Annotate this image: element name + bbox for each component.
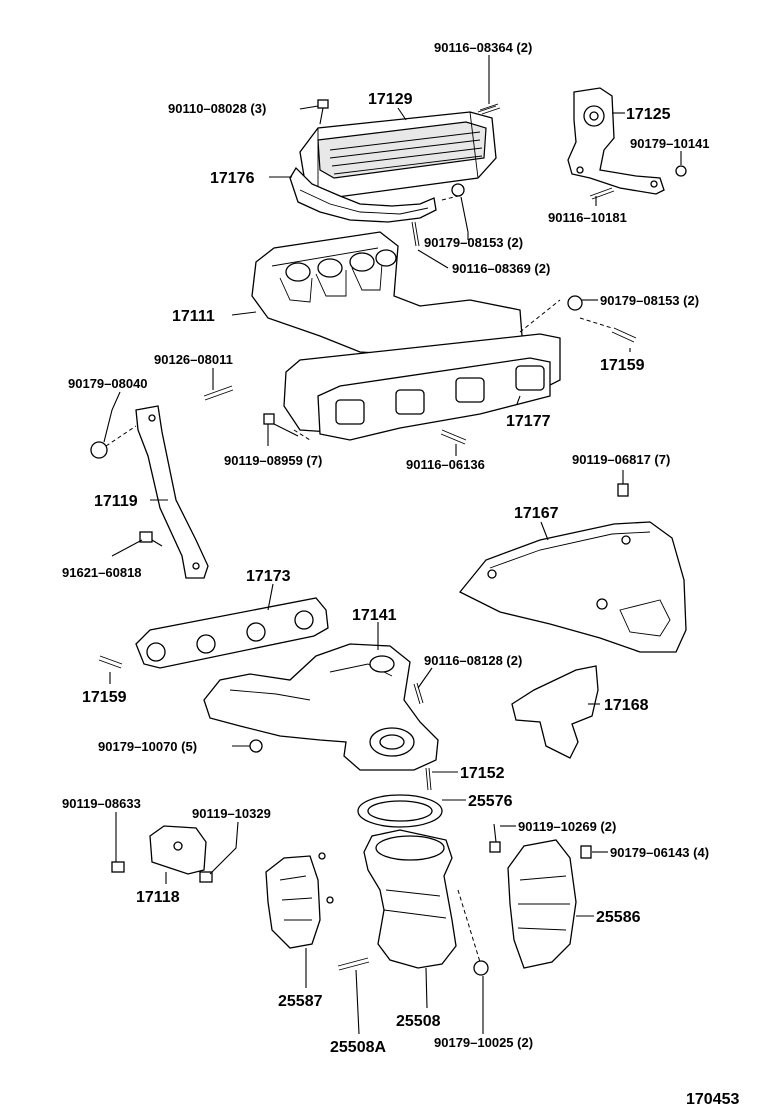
label-90119-10329: 90119–10329 xyxy=(192,806,271,821)
bolt-91621-60818 xyxy=(139,531,163,547)
stud-17159-a xyxy=(611,327,637,343)
heat-insulator-25586 xyxy=(507,839,577,969)
label-90126-08011: 90126–08011 xyxy=(154,352,233,367)
label-17111: 17111 xyxy=(172,308,215,325)
stud-90126-08011 xyxy=(203,385,234,401)
label-90116-10181: 90116–10181 xyxy=(548,210,627,225)
label-17168: 17168 xyxy=(604,697,649,714)
nut-90179-10070 xyxy=(249,739,263,753)
label-17173: 17173 xyxy=(246,568,291,585)
stud-90116-08369 xyxy=(411,221,420,247)
label-90119-08959: 90119–08959 (7) xyxy=(224,453,322,468)
stud-17152 xyxy=(425,767,432,791)
diagram-id: 170453 xyxy=(686,1091,739,1108)
label-17129: 17129 xyxy=(368,91,413,108)
label-90116-08364: 90116–08364 (2) xyxy=(434,40,532,55)
label-17119: 17119 xyxy=(94,493,138,510)
gasket-25576 xyxy=(357,794,443,828)
stud-25508A xyxy=(337,957,370,971)
bolt-90179-06143 xyxy=(580,845,592,859)
heat-insulator-25587 xyxy=(265,852,334,949)
bracket-17125 xyxy=(567,87,665,195)
intake-plenum-17129 xyxy=(299,111,497,199)
label-25586: 25586 xyxy=(596,909,641,926)
label-90116-08369: 90116–08369 (2) xyxy=(452,261,550,276)
label-90179-10070: 90179–10070 (5) xyxy=(98,739,197,754)
label-90110-08028: 90110–08028 (3) xyxy=(168,101,266,116)
bolt-90119-06817 xyxy=(617,483,629,497)
stud-90116-06136 xyxy=(440,429,467,445)
label-25576: 25576 xyxy=(468,793,513,810)
stud-90116-10181 xyxy=(589,187,615,200)
label-90179-10025: 90179–10025 (2) xyxy=(434,1035,533,1050)
label-91621-60818: 91621–60818 xyxy=(62,565,142,580)
plenum-gasket-17176 xyxy=(289,166,437,223)
leader-lines xyxy=(103,55,682,1035)
label-90179-06143: 90179–06143 (4) xyxy=(610,845,709,860)
gasket-17177 xyxy=(317,357,551,441)
label-90119-06817: 90119–06817 (7) xyxy=(572,452,670,467)
nut-90179-08153-b xyxy=(567,295,583,311)
bolt-90119-10329 xyxy=(199,871,213,883)
part-labels: 90116–08364 (2) 90110–08028 (3) 17129 17… xyxy=(62,40,739,1108)
label-25587: 25587 xyxy=(278,993,323,1010)
label-90179-10141: 90179–10141 xyxy=(630,136,710,151)
exhaust-pipe-25508 xyxy=(363,829,457,969)
label-90179-08153-b: 90179–08153 (2) xyxy=(600,293,699,308)
label-17118: 17118 xyxy=(136,889,180,906)
nut-90179-10141 xyxy=(675,165,687,177)
bolt-90119-10269 xyxy=(489,823,501,853)
bolt-90110-08028 xyxy=(317,99,329,125)
alignment-dashes xyxy=(105,195,613,963)
label-90119-08633: 90119–08633 xyxy=(62,796,141,811)
heat-insulator-17168 xyxy=(511,665,599,759)
stud-90116-08128 xyxy=(413,682,424,705)
label-17152: 17152 xyxy=(460,765,505,782)
label-17159-b: 17159 xyxy=(82,689,127,706)
label-90179-08153-a: 90179–08153 (2) xyxy=(424,235,523,250)
label-17159-a: 17159 xyxy=(600,357,645,374)
label-17125: 17125 xyxy=(626,106,671,123)
stud-90116-08364 xyxy=(477,103,501,115)
exhaust-manifold-17141 xyxy=(203,643,439,771)
label-90119-10269: 90119–10269 (2) xyxy=(518,819,616,834)
manifold-stay-17119 xyxy=(135,405,209,579)
label-90116-08128: 90116–08128 (2) xyxy=(424,653,522,668)
label-17177: 17177 xyxy=(506,413,551,430)
nut-90179-10025 xyxy=(473,960,489,976)
nut-90179-08040 xyxy=(90,441,108,459)
nut-90179-08153-a xyxy=(451,183,465,197)
label-17167: 17167 xyxy=(514,505,559,522)
bolt-90119-08633 xyxy=(111,861,125,873)
label-17176: 17176 xyxy=(210,170,255,187)
intake-manifold-17111 xyxy=(251,231,523,357)
stud-17159-b xyxy=(98,655,123,669)
bolt-90119-08959 xyxy=(263,413,299,437)
bracket-17118 xyxy=(149,825,207,875)
label-90116-06136: 90116–06136 xyxy=(406,457,485,472)
heat-insulator-17167 xyxy=(458,521,687,653)
exhaust-gasket-17173 xyxy=(135,597,329,669)
label-17141: 17141 xyxy=(352,607,397,624)
label-25508: 25508 xyxy=(396,1013,441,1030)
label-90179-08040: 90179–08040 xyxy=(68,376,148,391)
label-25508A: 25508A xyxy=(330,1039,386,1056)
